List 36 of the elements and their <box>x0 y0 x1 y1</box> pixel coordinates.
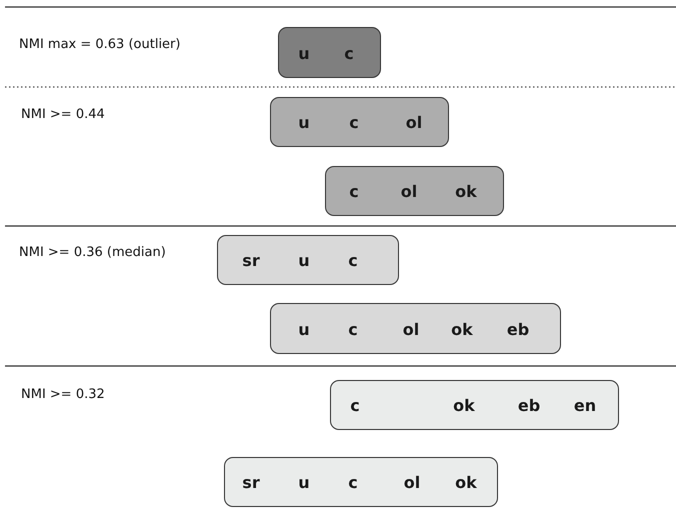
term-label: u <box>298 113 310 133</box>
term-group-box <box>270 303 561 354</box>
threshold-label: NMI >= 0.36 (median) <box>19 245 166 261</box>
term-label: eb <box>518 396 540 416</box>
term-label: ok <box>451 320 473 340</box>
term-group-box <box>270 97 449 147</box>
threshold-label: NMI max = 0.63 (outlier) <box>19 37 180 53</box>
term-label: u <box>298 320 310 340</box>
term-label: en <box>574 396 596 416</box>
term-label: c <box>349 113 359 133</box>
term-label: u <box>298 251 310 271</box>
term-label: c <box>348 320 358 340</box>
term-group-box <box>325 166 504 216</box>
term-group-box <box>278 27 381 78</box>
term-label: u <box>298 44 310 64</box>
term-group-box <box>330 380 619 430</box>
threshold-label: NMI >= 0.44 <box>21 107 105 123</box>
term-group-box <box>224 457 498 507</box>
term-label: u <box>298 473 310 493</box>
threshold-label: NMI >= 0.32 <box>21 387 105 403</box>
term-label: ol <box>404 473 420 493</box>
term-label: eb <box>506 320 530 340</box>
term-label: sr <box>242 473 260 493</box>
term-label: c <box>349 182 359 202</box>
term-label: ol <box>406 113 422 133</box>
term-label: ok <box>455 473 477 493</box>
term-label: c <box>344 44 354 64</box>
term-label: sr <box>242 251 260 271</box>
term-label: ol <box>402 320 420 340</box>
term-label: ok <box>455 182 477 202</box>
term-label: ol <box>400 182 418 202</box>
term-label: c <box>348 473 358 493</box>
term-group-box <box>217 235 399 285</box>
term-label: ok <box>453 396 475 416</box>
term-label: c <box>350 396 360 416</box>
term-label: c <box>348 251 358 271</box>
